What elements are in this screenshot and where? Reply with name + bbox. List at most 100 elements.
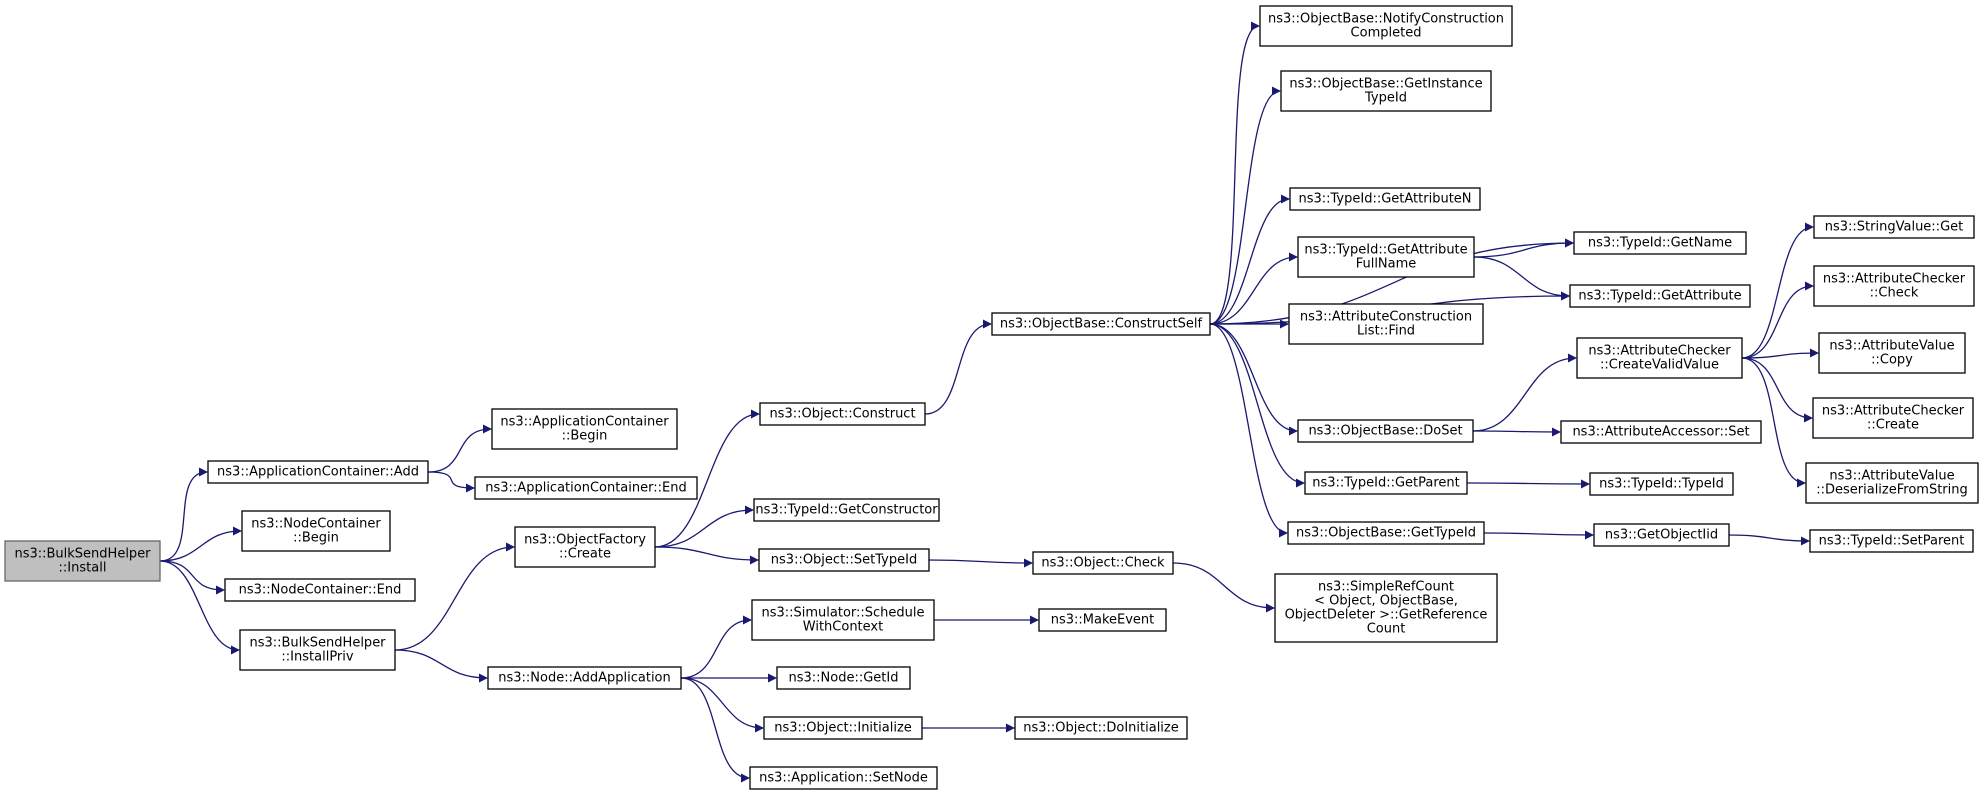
node-label: ::Install: [59, 561, 107, 576]
edge-node-addapplication-to-application-setnode: [680, 677, 750, 783]
node-objectbase-notifyconstructioncompleted[interactable]: ns3::ObjectBase::NotifyConstructionCompl…: [1259, 5, 1513, 47]
node-attributechecker-check[interactable]: ns3::AttributeChecker::Check: [1813, 265, 1975, 307]
edge-typeid-getattributefullname-to-typeid-getname: [1473, 238, 1574, 258]
node-box: [1809, 529, 1974, 553]
node-box: [758, 548, 930, 572]
node-label: ns3::Object::Initialize: [774, 721, 912, 736]
node-typeid-getname[interactable]: ns3::TypeId::GetName: [1573, 231, 1747, 255]
node-label: ns3::TypeId::GetAttributeN: [1298, 192, 1471, 207]
node-application-setnode[interactable]: ns3::Application::SetNode: [749, 766, 938, 790]
node-box: [239, 629, 396, 671]
node-label: ns3::Application::SetNode: [759, 771, 928, 786]
node-label: Count: [1367, 622, 1406, 637]
edge-node-addapplication-to-object-initialize: [680, 677, 764, 733]
node-label: ns3::MakeEvent: [1051, 613, 1155, 628]
edge-bulksend-install-to-nodecontainer-begin: [159, 526, 242, 562]
node-object-initialize[interactable]: ns3::Object::Initialize: [763, 716, 923, 740]
node-label: ns3::Object::DoInitialize: [1023, 721, 1179, 736]
edge-bulksend-installpriv-to-objectfactory-create: [394, 542, 515, 651]
node-label: ns3::ObjectBase::GetTypeId: [1296, 526, 1476, 541]
node-object-check[interactable]: ns3::Object::Check: [1032, 551, 1174, 575]
node-node-getid[interactable]: ns3::Node::GetId: [776, 666, 911, 690]
node-typeid-typeid[interactable]: ns3::TypeId::TypeId: [1589, 472, 1734, 496]
node-appcontainer-end[interactable]: ns3::ApplicationContainer::End: [474, 476, 698, 500]
edge-objectbase-constructself-to-objectbase-notifyconstructioncompleted: [1209, 21, 1260, 325]
node-appcontainer-begin[interactable]: ns3::ApplicationContainer::Begin: [491, 408, 678, 450]
edge-attributechecker-createvalidvalue-to-attributechecker-create: [1741, 357, 1813, 423]
node-label: TypeId: [1364, 91, 1407, 106]
node-box: [1287, 521, 1485, 545]
node-simplerefcount-getreferencecount[interactable]: ns3::SimpleRefCount< Object, ObjectBase,…: [1274, 573, 1498, 643]
node-typeid-getattribute[interactable]: ns3::TypeId::GetAttribute: [1569, 284, 1751, 308]
edge-typeid-getparent-to-typeid-typeid: [1466, 479, 1590, 489]
node-object-construct[interactable]: ns3::Object::Construct: [759, 402, 926, 426]
node-box: [1259, 5, 1513, 47]
node-object-doinitialize[interactable]: ns3::Object::DoInitialize: [1014, 716, 1188, 740]
node-stringvalue-get[interactable]: ns3::StringValue::Get: [1813, 215, 1975, 239]
node-label: ns3::AttributeValue: [1829, 469, 1954, 484]
node-box: [1805, 462, 1979, 504]
node-label: ns3::TypeId::GetAttribute: [1304, 243, 1467, 258]
node-attributevalue-copy[interactable]: ns3::AttributeValue::Copy: [1818, 332, 1966, 374]
node-label: ns3::ObjectBase::GetInstance: [1289, 77, 1482, 92]
node-typeid-getconstructor[interactable]: ns3::TypeId::GetConstructor: [753, 498, 940, 522]
node-box: [487, 666, 682, 690]
node-label: ns3::ObjectBase::NotifyConstruction: [1268, 12, 1504, 27]
node-label: ns3::ApplicationContainer::Add: [217, 465, 419, 480]
node-bulksend-installpriv[interactable]: ns3::BulkSendHelper::InstallPriv: [239, 629, 396, 671]
node-objectbase-doset[interactable]: ns3::ObjectBase::DoSet: [1297, 419, 1474, 443]
node-label: ns3::ObjectBase::DoSet: [1308, 424, 1462, 439]
node-box: [1818, 332, 1966, 374]
node-box: [1289, 187, 1481, 211]
node-appcontainer-add[interactable]: ns3::ApplicationContainer::Add: [207, 460, 429, 484]
node-box: [1297, 419, 1474, 443]
node-box: [1038, 608, 1167, 632]
edge-objectbase-gettypeid-to-getobjectiid: [1483, 530, 1594, 540]
node-label: ns3::Node::GetId: [789, 671, 899, 686]
node-makeevent[interactable]: ns3::MakeEvent: [1038, 608, 1167, 632]
node-box: [991, 312, 1211, 336]
node-attributechecker-create[interactable]: ns3::AttributeChecker::Create: [1812, 397, 1974, 439]
node-node-addapplication[interactable]: ns3::Node::AddApplication: [487, 666, 682, 690]
node-attributechecker-createvalidvalue[interactable]: ns3::AttributeChecker::CreateValidValue: [1576, 337, 1743, 379]
edge-objectbase-constructself-to-objectbase-doset: [1209, 323, 1298, 436]
node-label: ns3::TypeId::GetAttribute: [1578, 289, 1741, 304]
node-getobjectiid[interactable]: ns3::GetObjectIid: [1593, 523, 1730, 547]
node-objectbase-constructself[interactable]: ns3::ObjectBase::ConstructSelf: [991, 312, 1211, 336]
edge-objectfactory-create-to-object-construct: [654, 409, 760, 548]
edge-objectbase-constructself-to-objectbase-gettypeid: [1209, 323, 1288, 538]
node-box: [207, 460, 429, 484]
node-label: ns3::Node::AddApplication: [498, 671, 671, 686]
edge-attributechecker-createvalidvalue-to-attributevalue-deserializefromstring: [1741, 357, 1806, 488]
node-typeid-getparent[interactable]: ns3::TypeId::GetParent: [1304, 471, 1468, 495]
node-nodecontainer-begin[interactable]: ns3::NodeContainer::Begin: [241, 510, 391, 552]
node-typeid-setparent[interactable]: ns3::TypeId::SetParent: [1809, 529, 1974, 553]
node-box: [224, 578, 416, 602]
edge-object-check-to-simplerefcount-getreferencecount: [1172, 562, 1275, 613]
node-objectbase-gettypeid[interactable]: ns3::ObjectBase::GetTypeId: [1287, 521, 1485, 545]
node-label: ::Begin: [562, 429, 608, 444]
node-typeid-getattributen[interactable]: ns3::TypeId::GetAttributeN: [1289, 187, 1481, 211]
node-attributeaccessor-set[interactable]: ns3::AttributeAccessor::Set: [1560, 420, 1762, 444]
node-box: [1812, 397, 1974, 439]
node-box: [751, 599, 935, 641]
node-box: [1813, 265, 1975, 307]
node-label: ns3::Simulator::Schedule: [761, 606, 924, 621]
node-label: ns3::TypeId::GetParent: [1312, 476, 1460, 491]
edge-objectfactory-create-to-typeid-getconstructor: [654, 505, 754, 548]
node-label: ::Check: [1870, 286, 1919, 301]
node-objectfactory-create[interactable]: ns3::ObjectFactory::Create: [514, 526, 656, 568]
node-nodecontainer-end[interactable]: ns3::NodeContainer::End: [224, 578, 416, 602]
node-label: ns3::ObjectBase::ConstructSelf: [1000, 317, 1203, 332]
edge-getobjectiid-to-typeid-setparent: [1728, 534, 1810, 546]
edge-bulksend-install-to-bulksend-installpriv: [159, 560, 240, 655]
node-bulksend-install[interactable]: ns3::BulkSendHelper::Install: [4, 540, 161, 582]
node-object-settypeid[interactable]: ns3::Object::SetTypeId: [758, 548, 930, 572]
node-attributevalue-deserializefromstring[interactable]: ns3::AttributeValue::DeserializeFromStri…: [1805, 462, 1979, 504]
edges-layer: [159, 21, 1819, 783]
